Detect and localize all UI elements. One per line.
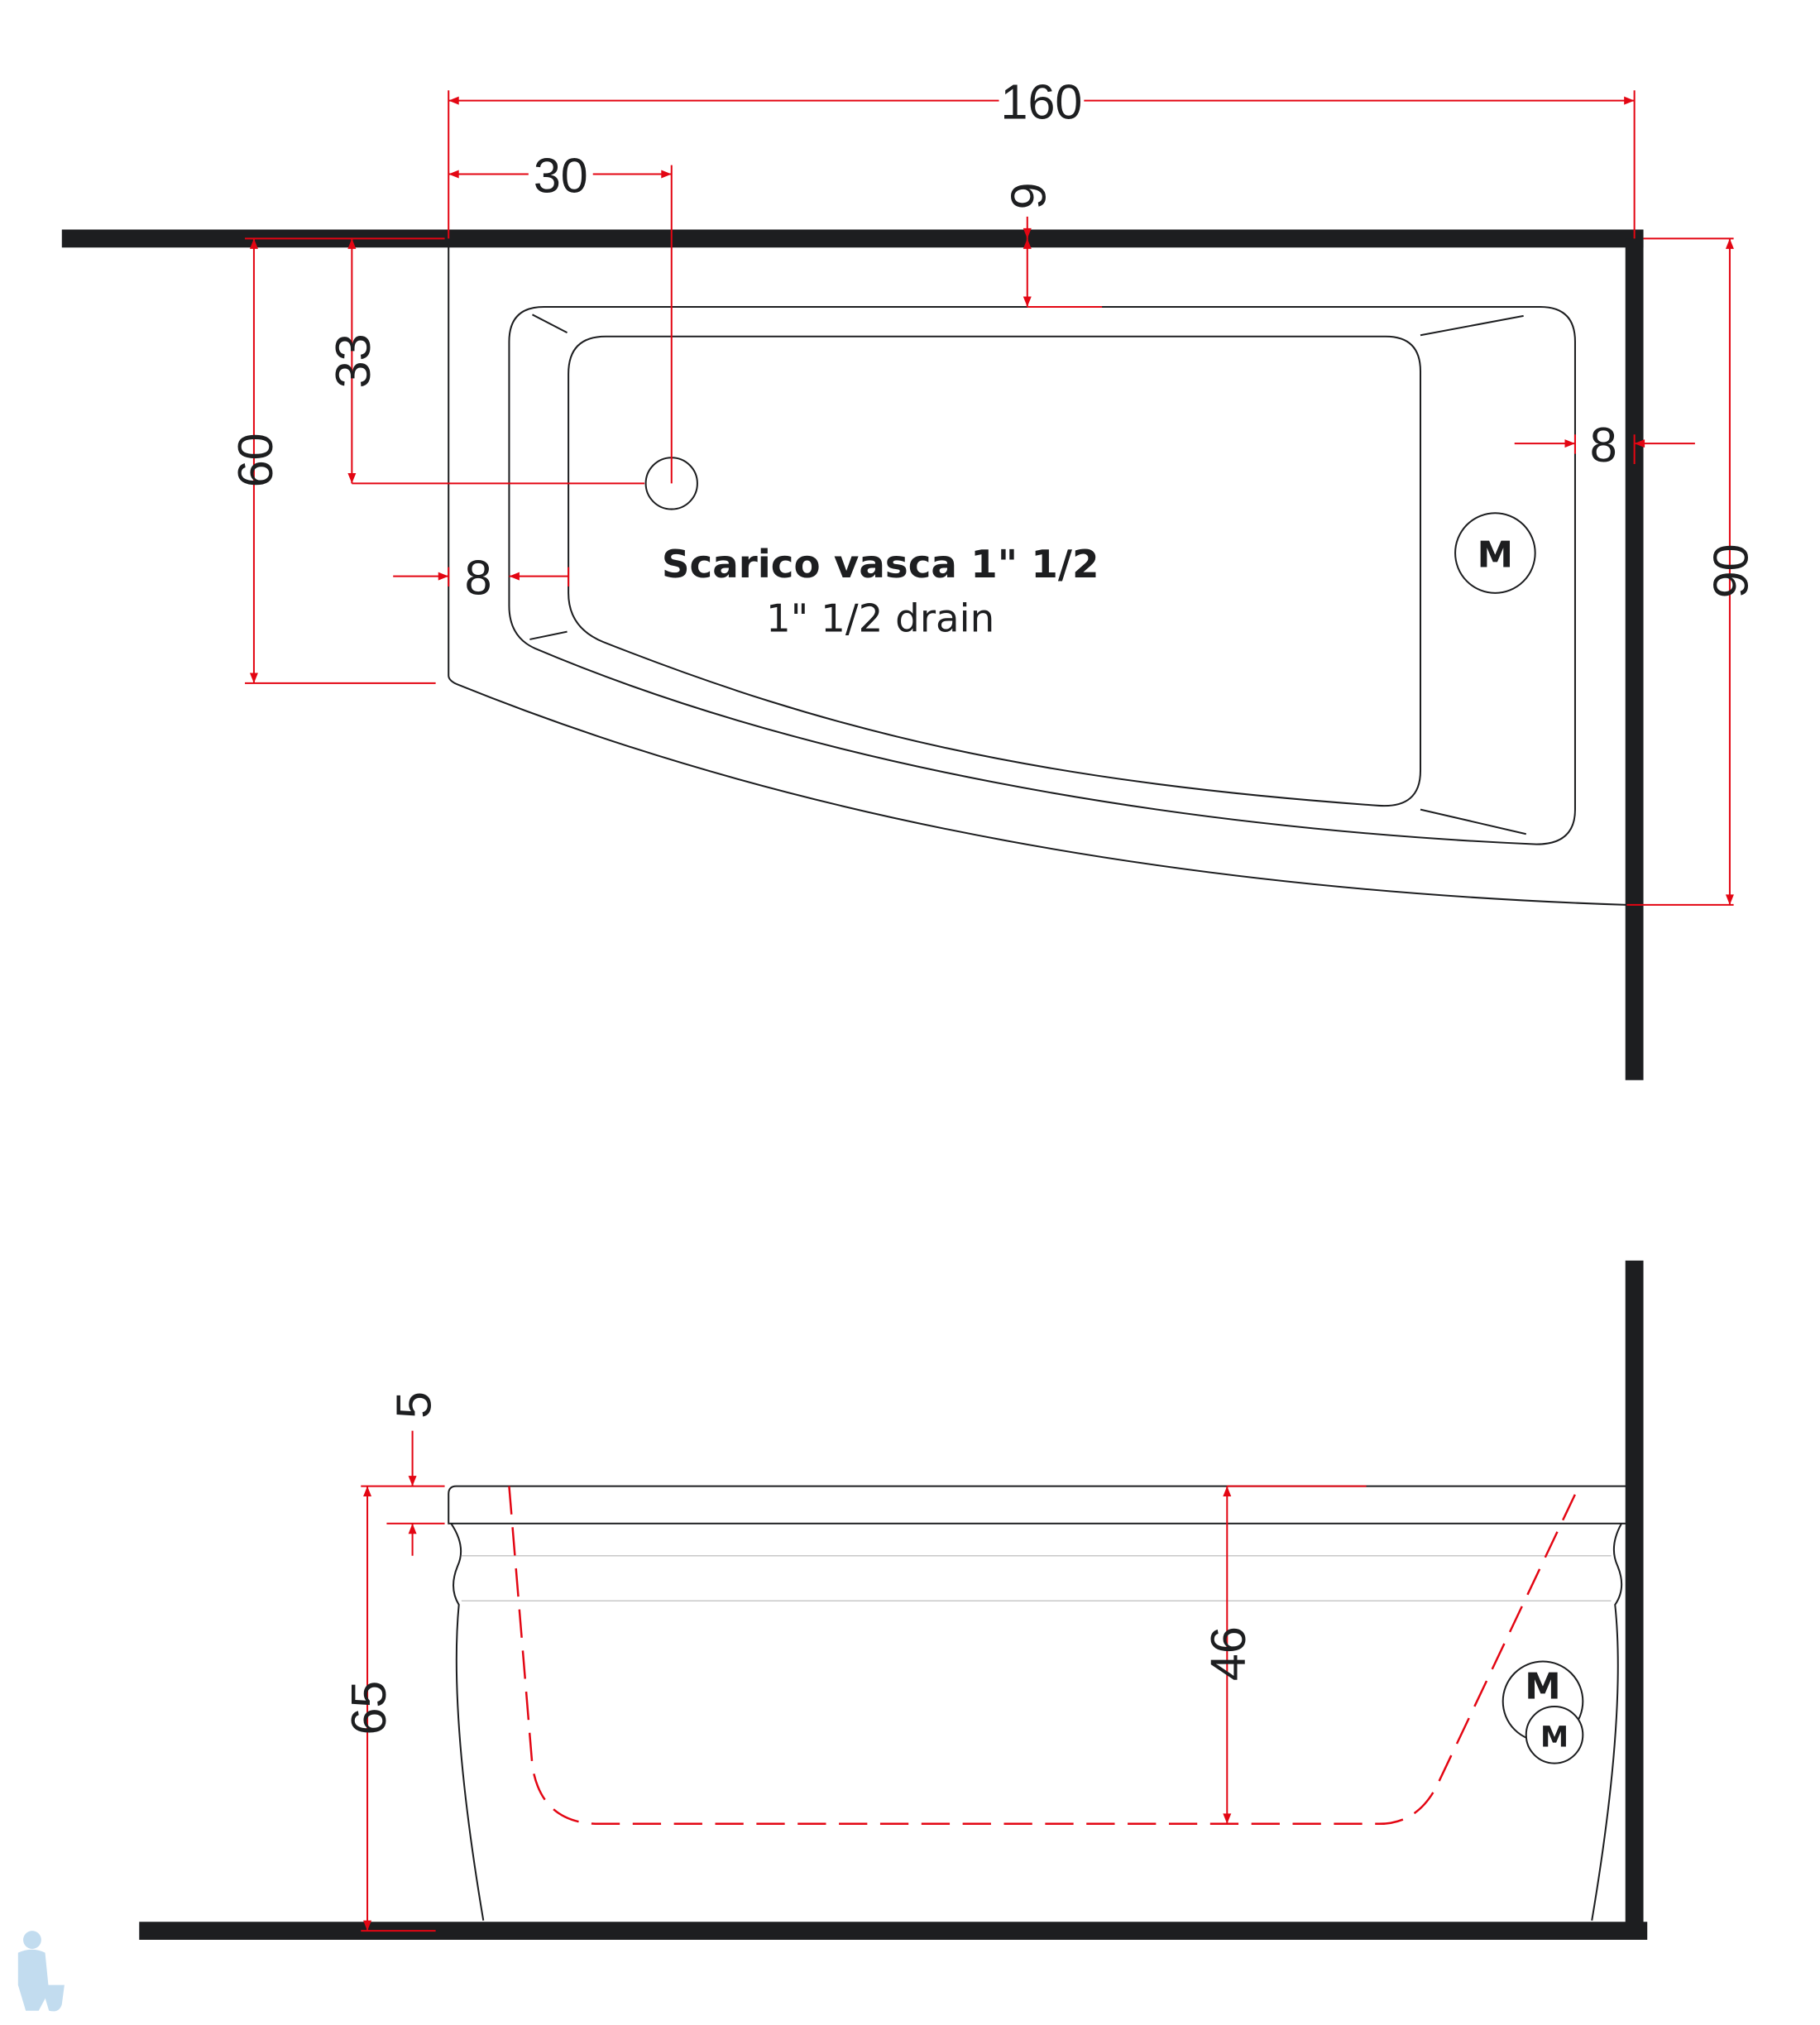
inner-basin-hidden-line — [508, 1486, 1580, 1826]
tub-rim — [508, 305, 1576, 845]
drain-note-english: 1" 1/2 drain — [766, 597, 994, 642]
dim-30: 30 — [534, 147, 588, 203]
tub-basin — [568, 335, 1422, 807]
dim-5: 5 — [386, 1391, 441, 1419]
dim-60: 60 — [228, 433, 283, 487]
tub-outline — [448, 245, 1627, 906]
dim-90: 90 — [1703, 543, 1759, 598]
tub-rim-side — [448, 1485, 1628, 1525]
extension-lines-side — [361, 1485, 1367, 1932]
extension-lines — [245, 90, 1734, 906]
plumber-logo — [17, 1931, 65, 2012]
motor-label-2: M — [1540, 1721, 1569, 1754]
dim-9: 9 — [1001, 182, 1056, 209]
dim-33: 33 — [325, 333, 381, 388]
motor-icon-2 — [1525, 1706, 1584, 1764]
drain-note-italian: Scarico vasca 1" 1/2 — [662, 543, 1099, 587]
dim-8-left: 8 — [465, 549, 492, 605]
dim-8-right: 8 — [1590, 417, 1617, 472]
side-view: M M 5 65 46 — [139, 1260, 1648, 1941]
dim-160: 160 — [1001, 74, 1083, 129]
panel-lines — [461, 1554, 1612, 1602]
plan-view: M Scarico vasca 1" 1/2 1" 1/2 drain 160 … — [61, 74, 1759, 1080]
motor-label: M — [1478, 535, 1513, 577]
motor-label-1: M — [1525, 1667, 1560, 1708]
dim-46: 46 — [1200, 1626, 1256, 1681]
motor-icon — [1454, 512, 1536, 594]
corner-line — [529, 314, 1526, 835]
tub-body-side — [450, 1523, 1623, 1921]
dim-65: 65 — [341, 1681, 396, 1735]
